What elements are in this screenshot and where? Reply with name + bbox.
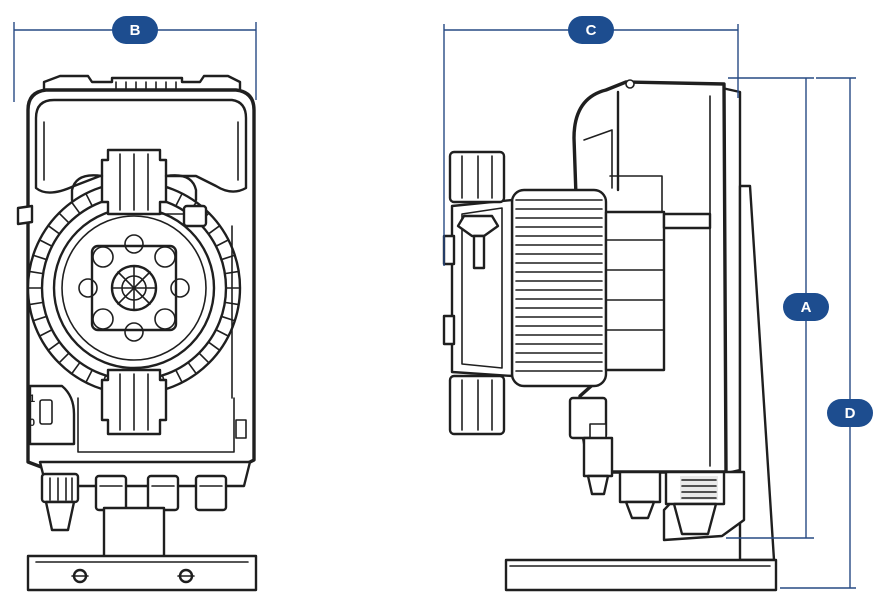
dimension-label-d: D — [845, 405, 856, 422]
dimension-badge-c: C — [568, 16, 614, 44]
switch-label-off: 0 — [29, 417, 35, 429]
dimension-label-c: C — [586, 22, 597, 39]
dimension-badge-a: A — [783, 293, 829, 321]
switch-label-on: 1 — [29, 393, 35, 405]
dimension-label-a: A — [801, 299, 812, 316]
front-view: 1 0 — [16, 74, 258, 592]
dimension-badge-b: B — [112, 16, 158, 44]
dimension-label-b: B — [130, 22, 141, 39]
cooling-fins — [510, 188, 608, 388]
side-view — [442, 79, 778, 592]
dimension-badge-d: D — [827, 399, 873, 427]
